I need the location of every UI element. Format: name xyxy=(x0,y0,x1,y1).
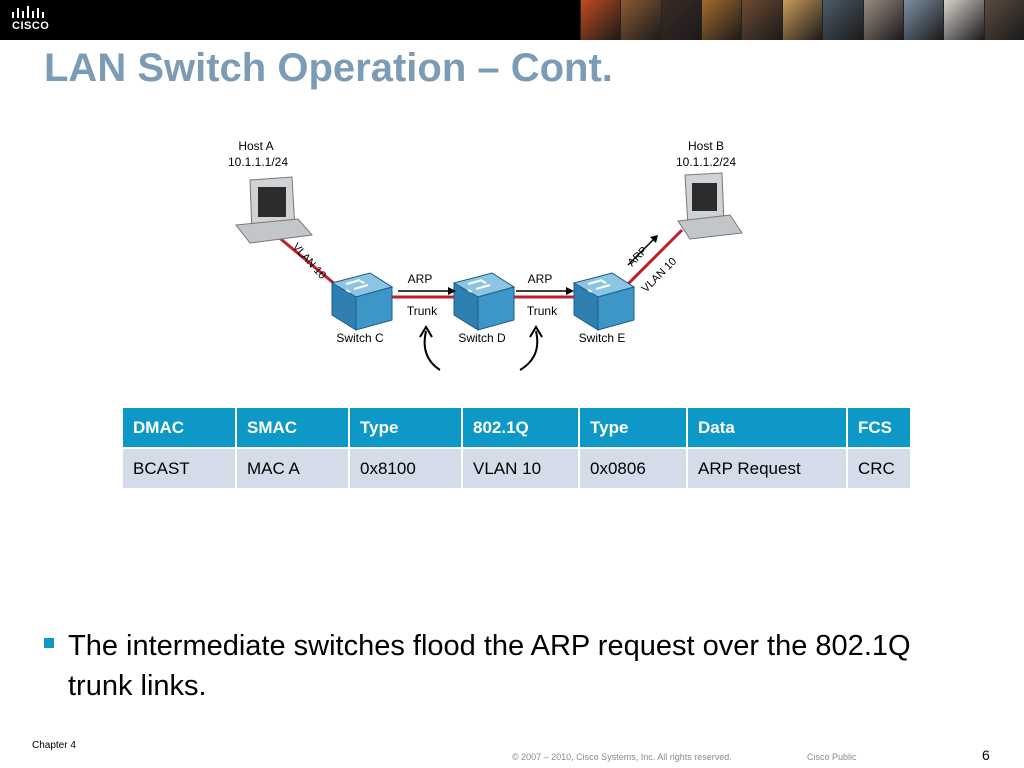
header-photo-tile xyxy=(580,0,621,40)
switch-d-label: Switch D xyxy=(458,331,506,345)
header-photo-tile xyxy=(781,0,823,40)
logo-text: CISCO xyxy=(12,20,50,32)
cell-8021q: VLAN 10 xyxy=(463,447,578,488)
cell-fcs: CRC xyxy=(848,447,910,488)
header-smac: SMAC xyxy=(237,408,348,447)
slide-title: LAN Switch Operation – Cont. xyxy=(44,46,613,90)
cell-type: 0x8100 xyxy=(350,447,461,488)
header-fcs: FCS xyxy=(848,408,910,447)
header-photo-tile xyxy=(862,0,903,40)
cell-dmac: BCAST xyxy=(123,447,235,488)
header-photo-tile xyxy=(741,0,782,40)
table-header-row: DMAC SMAC Type 802.1Q Type Data FCS xyxy=(123,408,910,447)
chapter-label: Chapter 4 xyxy=(32,740,76,751)
copyright-text: © 2007 – 2010, Cisco Systems, Inc. All r… xyxy=(512,752,732,762)
arp-arrow-right-icon xyxy=(627,235,658,266)
header-dmac: DMAC xyxy=(123,408,235,447)
header-8021q: 802.1Q xyxy=(463,408,578,447)
header-type-2: Type xyxy=(580,408,686,447)
trunk-pointer-cd-icon xyxy=(419,325,441,371)
header-type: Type xyxy=(350,408,461,447)
switch-e-label: Switch E xyxy=(579,331,626,345)
header-photo-tile xyxy=(701,0,742,40)
arp-arrow-cd-icon xyxy=(398,287,456,295)
header-photo-tile xyxy=(822,0,863,40)
cell-type-2: 0x0806 xyxy=(580,447,686,488)
bullet-text: The intermediate switches flood the ARP … xyxy=(68,630,911,702)
cell-data: ARP Request xyxy=(688,447,846,488)
header-bar: CISCO xyxy=(0,0,1024,40)
arp-label-de: ARP xyxy=(528,272,553,286)
host-b-ip: 10.1.1.2/24 xyxy=(676,155,736,169)
arp-arrow-de-icon xyxy=(516,287,574,295)
arp-label-cd: ARP xyxy=(408,272,433,286)
link-left-vlan-label: VLAN 10 xyxy=(290,241,328,282)
classification-text: Cisco Public xyxy=(807,752,857,762)
host-b-computer-icon xyxy=(677,172,743,240)
header-photo-tile xyxy=(660,0,702,40)
header-data: Data xyxy=(688,408,846,447)
trunk-pointer-de-icon xyxy=(519,325,543,371)
switch-d-icon xyxy=(452,272,516,331)
host-b-name: Host B xyxy=(688,139,724,153)
network-diagram: Host A 10.1.1.1/24 Host B 10.1.1.2/24 VL… xyxy=(228,139,743,371)
link-right-vlan-label: VLAN 10 xyxy=(640,256,680,296)
header-photo-tile xyxy=(983,0,1024,40)
table-row: BCAST MAC A 0x8100 VLAN 10 0x0806 ARP Re… xyxy=(123,447,910,488)
switch-c-icon xyxy=(330,272,394,331)
page-number: 6 xyxy=(982,747,990,763)
header-photo-tile xyxy=(620,0,661,40)
host-a-computer-icon xyxy=(235,176,313,244)
trunk-label-de: Trunk xyxy=(527,304,558,318)
header-photo-strip xyxy=(580,0,1024,40)
frame-format-table: DMAC SMAC Type 802.1Q Type Data FCS BCAS… xyxy=(121,408,912,488)
cisco-logo-icon xyxy=(12,6,44,18)
header-photo-tile xyxy=(943,0,984,40)
host-a-name: Host A xyxy=(238,139,273,153)
trunk-label-cd: Trunk xyxy=(407,304,438,318)
cell-smac: MAC A xyxy=(237,447,348,488)
switch-c-label: Switch C xyxy=(336,331,384,345)
bullet-square-icon xyxy=(44,638,54,648)
header-photo-tile xyxy=(902,0,944,40)
link-switche-hostb xyxy=(620,228,684,292)
host-a-ip: 10.1.1.1/24 xyxy=(228,155,288,169)
switch-e-icon xyxy=(572,272,636,331)
